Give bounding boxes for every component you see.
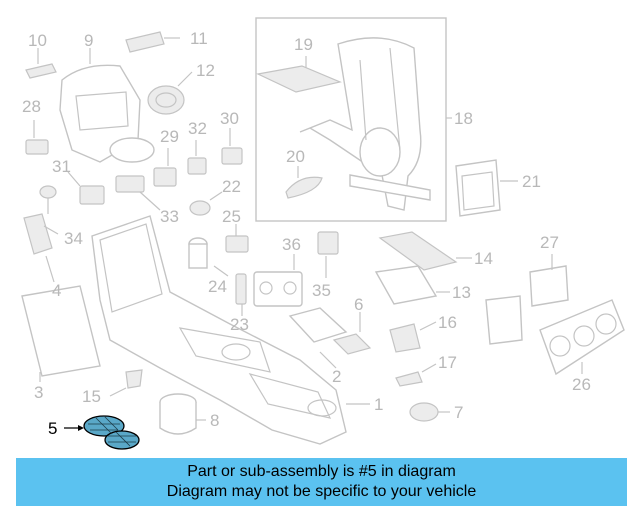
- armrest-group-box: [255, 17, 447, 222]
- console-part-1: [91, 215, 370, 445]
- callout-14: 14: [474, 249, 493, 268]
- callout-15: 15: [82, 387, 101, 406]
- callout-19: 19: [294, 35, 313, 54]
- callout-25: 25: [222, 207, 241, 226]
- part-32: [187, 140, 207, 175]
- cover-part-21: [455, 159, 518, 217]
- part-17: [395, 363, 437, 387]
- callout-16: 16: [438, 313, 457, 332]
- callout-27: 27: [540, 233, 559, 252]
- callout-11: 11: [190, 29, 208, 48]
- callout-18: 18: [454, 109, 473, 128]
- callout-4: 4: [52, 281, 61, 300]
- callout-12: 12: [196, 61, 215, 80]
- callout-34: 34: [64, 229, 83, 248]
- callout-30: 30: [220, 109, 239, 128]
- callout-22: 22: [222, 177, 241, 196]
- cup-part-8: [159, 393, 206, 435]
- mat-part-14: [378, 231, 472, 271]
- callout-31: 31: [52, 157, 71, 176]
- part-4: [45, 255, 55, 283]
- bracket-part-34: [23, 185, 59, 255]
- callout-7: 7: [454, 403, 463, 422]
- armrest-part-18: [299, 37, 431, 211]
- part-33-switch: [115, 175, 161, 211]
- part-36: [253, 254, 303, 307]
- climate-bracket-part-27: [485, 254, 569, 345]
- callout-2: 2: [332, 367, 341, 386]
- climate-panel-part-26: [539, 299, 625, 376]
- part-30: [221, 128, 243, 165]
- callout-17: 17: [438, 353, 457, 372]
- banner-line-2: Diagram may not be specific to your vehi…: [166, 483, 477, 500]
- part-2: [319, 351, 337, 369]
- part-24: [188, 237, 229, 277]
- callout-3: 3: [34, 383, 43, 402]
- tray-part-20: [285, 166, 323, 199]
- side-trim-part-3: [21, 285, 101, 382]
- part-10: [25, 48, 57, 79]
- banner-line-1: Part or sub-assembly is #5 in diagram: [187, 463, 456, 480]
- callout-5: 5: [48, 419, 57, 438]
- part-23: [235, 273, 247, 316]
- part-35: [317, 231, 339, 278]
- bezel-part-9: [59, 48, 155, 163]
- part-13: [374, 265, 450, 305]
- callout-21: 21: [522, 172, 541, 191]
- callout-33: 33: [160, 207, 179, 226]
- highlighted-part-5: [64, 415, 140, 450]
- part-11: [125, 31, 180, 53]
- part-25: [225, 224, 249, 253]
- callout-13: 13: [452, 283, 471, 302]
- part-12: [147, 71, 193, 115]
- callout-29: 29: [160, 127, 179, 146]
- callout-24: 24: [208, 277, 227, 296]
- armrest-pad-part-19: [256, 56, 342, 93]
- callout-35: 35: [312, 281, 331, 300]
- part-16: [389, 321, 437, 353]
- part-28: [25, 120, 49, 155]
- part-29: [153, 148, 177, 187]
- callout-32: 32: [188, 119, 207, 138]
- callout-36: 36: [282, 235, 301, 254]
- callout-8: 8: [210, 411, 219, 430]
- part-info-banner: Part or sub-assembly is #5 in diagram Di…: [16, 458, 627, 506]
- callout-9: 9: [84, 31, 93, 50]
- part-22: [189, 191, 223, 216]
- callout-23: 23: [230, 315, 249, 334]
- callout-28: 28: [22, 97, 41, 116]
- part-15: [109, 369, 143, 397]
- callout-26: 26: [572, 375, 591, 394]
- callout-6: 6: [354, 295, 363, 314]
- part-31: [67, 171, 105, 205]
- callout-20: 20: [286, 147, 305, 166]
- callout-1: 1: [374, 395, 383, 414]
- callout-10: 10: [28, 31, 47, 50]
- part-7: [409, 402, 450, 422]
- gasket-part-6: [288, 307, 372, 355]
